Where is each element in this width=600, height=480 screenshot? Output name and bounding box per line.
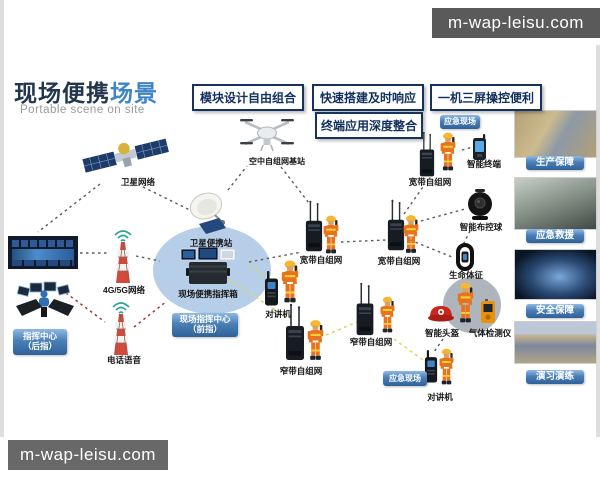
monitor-wall-bottom-row: [12, 260, 74, 266]
emergency-site-badge-1: 应急现场: [440, 115, 480, 129]
page-title: 现场便携场景: [14, 74, 158, 108]
tower-phone-icon: [106, 298, 136, 356]
monitor-wall: [8, 236, 78, 269]
aerial-station-label: 空中自组网基站: [249, 157, 305, 166]
watermark-bottom: m-wap-leisu.com: [8, 440, 168, 470]
photo-rescue: [514, 177, 597, 230]
drone-icon: [240, 119, 294, 152]
firefighter-1: [280, 257, 300, 307]
firefighter-8: [438, 346, 455, 388]
command-desk-icon: [16, 281, 74, 317]
firefighter-3: [402, 212, 420, 257]
photo-production: [514, 110, 597, 158]
narrowband-label-1: 窄带自组网: [279, 366, 323, 376]
photo-safety: [514, 249, 597, 300]
narrowband-device-2: [355, 283, 375, 337]
control-ball-label: 智能布控球: [459, 222, 503, 232]
photo-label-production: 生产保障: [526, 156, 584, 170]
left-edge-strip: [0, 0, 4, 437]
photo-label-drill: 演习演练: [526, 370, 584, 384]
monitor-wall-top-row: [12, 240, 74, 247]
emergency-site-badge-2: 应急现场: [383, 371, 427, 386]
hq-center-line2: （后指）: [22, 341, 57, 351]
command-case-icon: [180, 246, 236, 284]
walkie-label-2: 对讲机: [427, 392, 453, 402]
command-case-label: 现场便携指挥箱: [178, 289, 238, 299]
walkie-label-1: 对讲机: [265, 309, 291, 319]
smart-terminal-label: 智能终端: [466, 159, 501, 169]
satellite-icon: [81, 137, 170, 174]
hq-center-badge: 指挥中心 （后指）: [13, 329, 67, 355]
photo-label-safety: 安全保障: [526, 304, 584, 318]
broadband-label-1: 宽带自组网: [408, 177, 452, 187]
firefighter-6: [306, 318, 325, 363]
smart-terminal-icon: [472, 134, 488, 161]
control-ball-icon: [468, 189, 492, 220]
broadband-label-2: 宽带自组网: [299, 255, 343, 265]
right-edge-strip: [596, 45, 600, 437]
satellite-portable-label: 卫星便携站: [189, 238, 233, 248]
gas-detector-label: 气体检测仪: [468, 328, 512, 338]
firefighter-5: [456, 281, 475, 325]
hq-center-line1: 指挥中心: [22, 331, 57, 342]
vital-band-icon: [456, 243, 474, 271]
smart-helmet-label: 智能头盔: [424, 328, 459, 338]
banner-three-screen: 一机三屏操控便利: [430, 84, 542, 111]
phone-voice-label: 电话语音: [106, 355, 141, 365]
vital-signs-label: 生命体征: [448, 270, 483, 280]
field-center-line1: 现场指挥中心: [179, 314, 231, 325]
broadband-label-3: 宽带自组网: [377, 256, 421, 266]
banner-rapid-setup: 快速搭建及时响应: [312, 84, 424, 111]
photo-drill: [514, 321, 597, 364]
firefighter-4: [439, 131, 457, 173]
field-center-line2: （前指）: [187, 324, 222, 334]
firefighter-7: [379, 295, 396, 335]
narrowband-label-2: 窄带自组网: [349, 337, 393, 347]
field-center-badge: 现场指挥中心 （前指）: [172, 313, 238, 337]
walkie-talkie-icon-1: [264, 271, 280, 307]
photo-label-rescue: 应急救援: [526, 229, 584, 243]
broadband-device-1: [417, 132, 437, 178]
page-subtitle: Portable scene on site: [20, 104, 145, 116]
monitor-wall-main-screen: [12, 249, 74, 260]
banner-module-design: 模块设计自由组合: [192, 84, 304, 111]
firefighter-2: [322, 214, 340, 256]
network-4g5g-label: 4G/5G网络: [102, 285, 146, 295]
watermark-top: m-wap-leisu.com: [432, 8, 600, 38]
smart-helmet-icon: [428, 306, 454, 322]
broadband-device-2: [305, 198, 323, 256]
banner-terminal-integration: 终端应用深度整合: [315, 112, 423, 139]
satellite-dish-icon: [189, 192, 226, 234]
tower-4g5g-icon: [108, 226, 138, 284]
gas-detector-icon: [481, 299, 495, 323]
satellite-network-label: 卫星网络: [120, 177, 155, 187]
title-primary: 现场便携: [14, 80, 110, 106]
title-accent: 场景: [110, 80, 158, 106]
